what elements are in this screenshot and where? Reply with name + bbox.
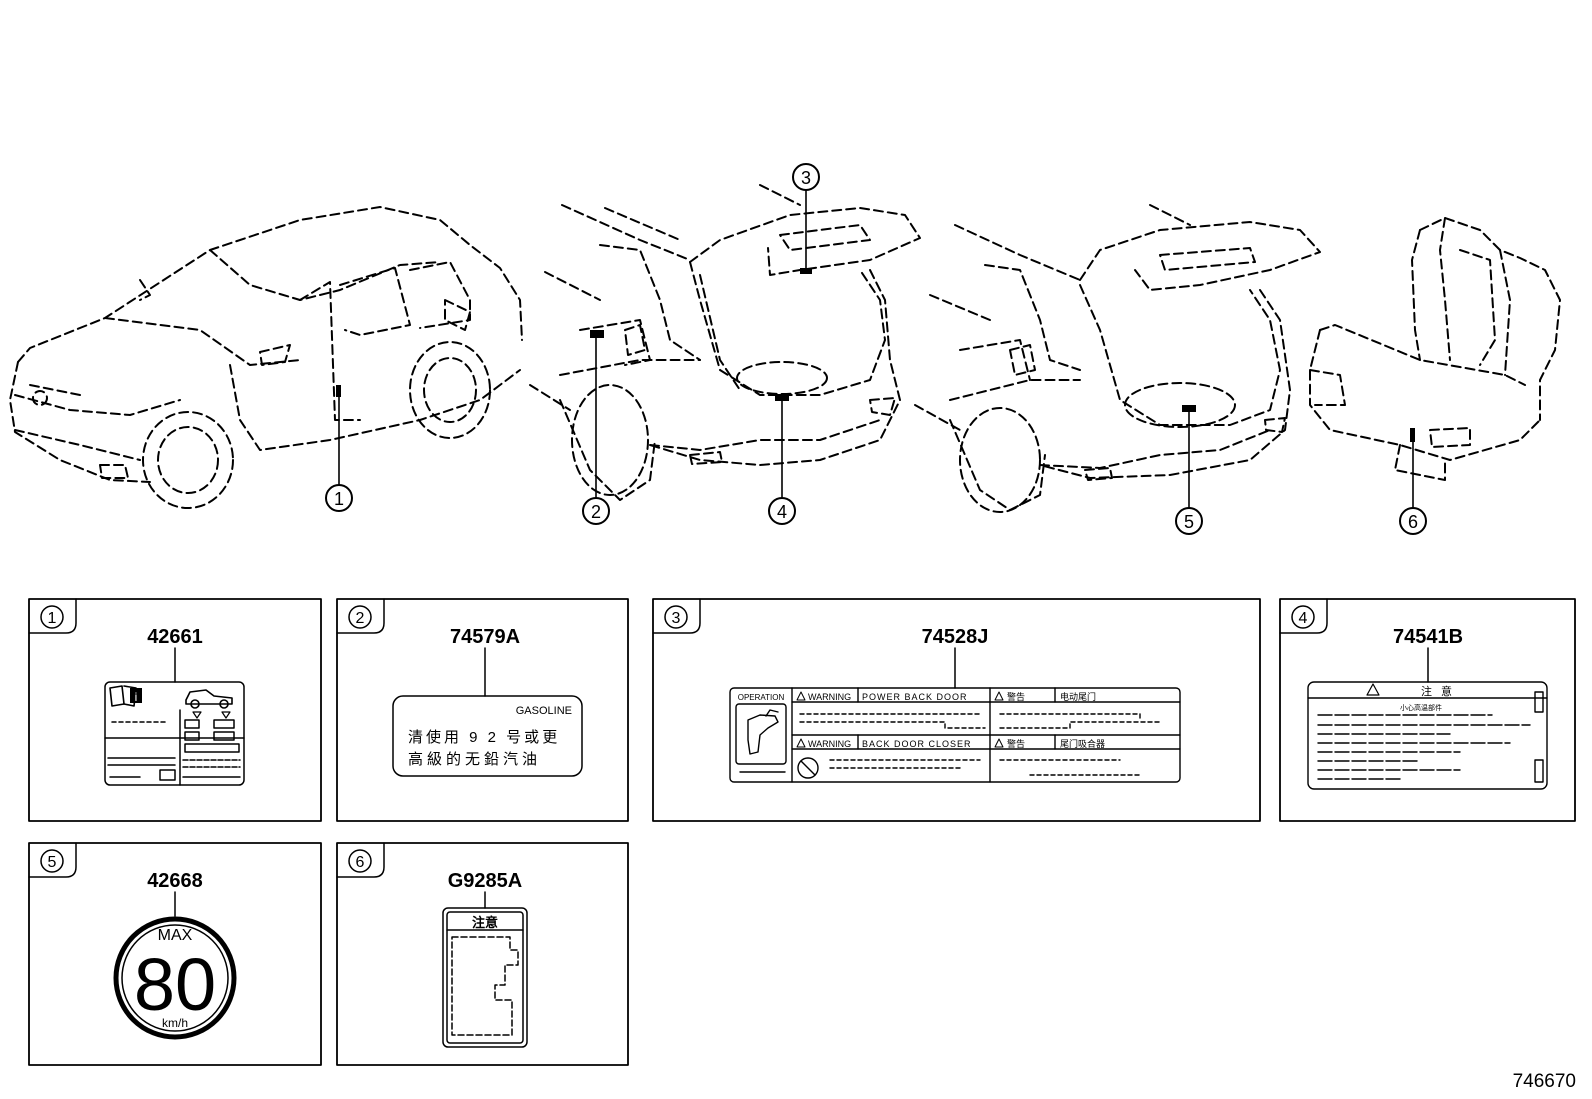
callout-1-number: 1: [334, 489, 344, 509]
callout-6-number: 6: [1408, 512, 1418, 532]
caution-label-4: [1307, 681, 1548, 790]
warning-triangle-icon: [1366, 683, 1380, 696]
car-icon: [185, 689, 233, 709]
diagram-id: 746670: [1512, 1071, 1576, 1092]
panel-3-index: 3: [672, 610, 681, 627]
panel-4: 4 74541B 注 意 小心高温部件: [1279, 598, 1576, 822]
cn-warning-1: 警告: [1007, 691, 1025, 702]
panel-1-part-number: 42661: [147, 626, 203, 648]
callout-4: 4: [768, 497, 796, 525]
hand-press-icon: [747, 709, 779, 755]
label-location-5: [1182, 405, 1196, 412]
speed-label: [113, 916, 237, 1040]
label-location-3: [800, 268, 812, 274]
cn-warning-1b: 电动尾门: [1060, 691, 1096, 702]
fuel-label-en: GASOLINE: [516, 705, 572, 717]
panel-1: 1 42661 i: [28, 598, 322, 822]
callout-3-number: 3: [801, 168, 811, 188]
caution-4-header: 注 意: [1421, 684, 1455, 698]
speed-value: 80: [134, 943, 216, 1026]
panel-4-index: 4: [1299, 610, 1308, 627]
callout-3: 3: [792, 163, 820, 191]
warning-2-title: BACK DOOR CLOSER: [862, 739, 972, 749]
panel-6-part-number: G9285A: [448, 870, 523, 892]
vehicle-front-view: [9, 206, 523, 509]
callout-6: 6: [1399, 507, 1427, 535]
label-location-4: [775, 394, 789, 401]
cn-warning-2: 警告: [1007, 738, 1025, 749]
panel-5-index: 5: [48, 854, 57, 871]
label-location-1: [336, 385, 341, 397]
svg-text:i: i: [135, 690, 138, 704]
op-caption: OPERATION: [738, 693, 785, 702]
cn-warning-2b: 尾门吸合器: [1060, 738, 1105, 749]
vehicle-rear-view-1: [529, 184, 921, 501]
warning-1-word: WARNING: [808, 692, 851, 702]
callout-4-number: 4: [777, 502, 787, 522]
fuel-label-line1: 清使用 9 2 号或更: [408, 729, 560, 746]
info-book-icon: i: [109, 685, 142, 707]
callout-leaders: [338, 189, 1414, 509]
warning-2-word: WARNING: [808, 739, 851, 749]
fuel-label-line2: 高級的无鉛汽油: [408, 751, 541, 768]
panel-2: 2 74579A GASOLINE 清使用 9 2 号或更 高級的无鉛汽油: [336, 598, 629, 822]
panel-2-index: 2: [356, 610, 365, 627]
panel-3: 3 74528J OPERATION WARNING POWER BACK DO…: [652, 598, 1261, 822]
callout-1: 1: [325, 484, 353, 512]
warning-1-title: POWER BACK DOOR: [862, 692, 968, 702]
callout-2-number: 2: [591, 502, 601, 522]
panel-5-part-number: 42668: [147, 870, 203, 892]
panel-1-index: 1: [48, 610, 57, 627]
speed-max: MAX: [158, 927, 193, 944]
caution-6-header: 注意: [472, 915, 498, 930]
label-location-6: [1410, 428, 1415, 442]
panel-6-index: 6: [356, 854, 365, 871]
callout-2: 2: [582, 497, 610, 525]
panel-3-part-number: 74528J: [922, 626, 989, 648]
panel-2-part-number: 74579A: [450, 626, 520, 648]
vehicle-rear-view-2: [914, 204, 1321, 513]
no-hand-icon: [797, 757, 819, 779]
warning-triangle-icon: [796, 691, 1004, 748]
tire-placard-label: [104, 681, 245, 786]
panel-6: 6 G9285A 注意: [336, 842, 629, 1066]
panel-4-part-number: 74541B: [1393, 626, 1463, 648]
speed-unit: km/h: [162, 1016, 188, 1030]
label-location-2: [590, 330, 604, 338]
callout-5-number: 5: [1184, 512, 1194, 532]
rear-seat-view: [1309, 217, 1561, 481]
caution-label-6: [442, 907, 528, 1048]
fuel-label: [392, 695, 583, 777]
callout-5: 5: [1175, 507, 1203, 535]
panel-5: 5 42668 MAX 80 km/h: [28, 842, 322, 1066]
back-door-warning-label: [729, 687, 1181, 783]
caution-4-sub: 小心高温部件: [1400, 703, 1442, 712]
